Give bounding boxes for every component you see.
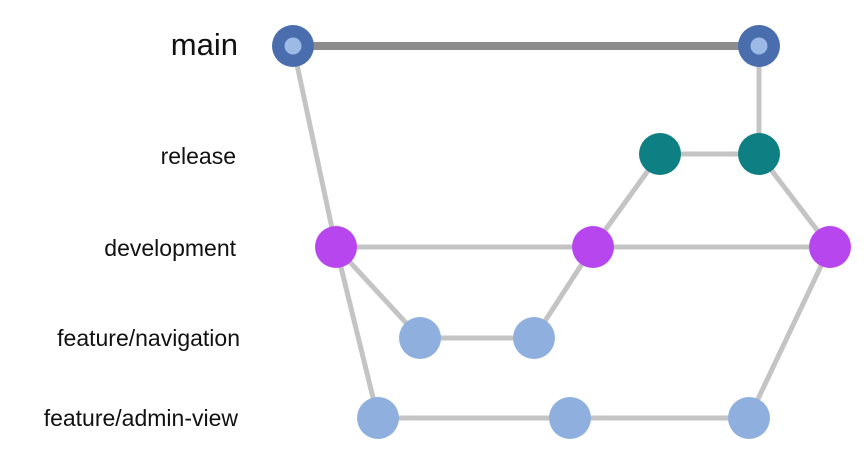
commit-node-inner-m1 xyxy=(284,37,302,55)
commit-node-n1 xyxy=(399,317,441,359)
commit-node-inner-m2 xyxy=(750,37,768,55)
branch-label-release: release xyxy=(160,143,236,169)
commit-node-n2 xyxy=(513,317,555,359)
edge-d1-a1 xyxy=(333,244,381,421)
nodes-layer xyxy=(272,25,851,439)
commit-node-d1 xyxy=(315,226,357,268)
branch-label-feature-navigation: feature/navigation xyxy=(57,325,240,351)
commit-node-r1 xyxy=(639,133,681,175)
commit-node-a3 xyxy=(728,397,770,439)
commit-node-r2 xyxy=(738,133,780,175)
edge-a3-d3 xyxy=(746,244,833,421)
edges-layer xyxy=(289,42,833,421)
commit-node-a1 xyxy=(357,397,399,439)
branch-label-feature-admin-view: feature/admin-view xyxy=(43,405,238,431)
edge-m1-d1 xyxy=(290,43,339,250)
commit-node-d3 xyxy=(809,226,851,268)
branch-label-main: main xyxy=(170,27,238,62)
branch-label-development: development xyxy=(104,235,236,261)
commit-node-d2 xyxy=(572,226,614,268)
commit-node-a2 xyxy=(549,397,591,439)
